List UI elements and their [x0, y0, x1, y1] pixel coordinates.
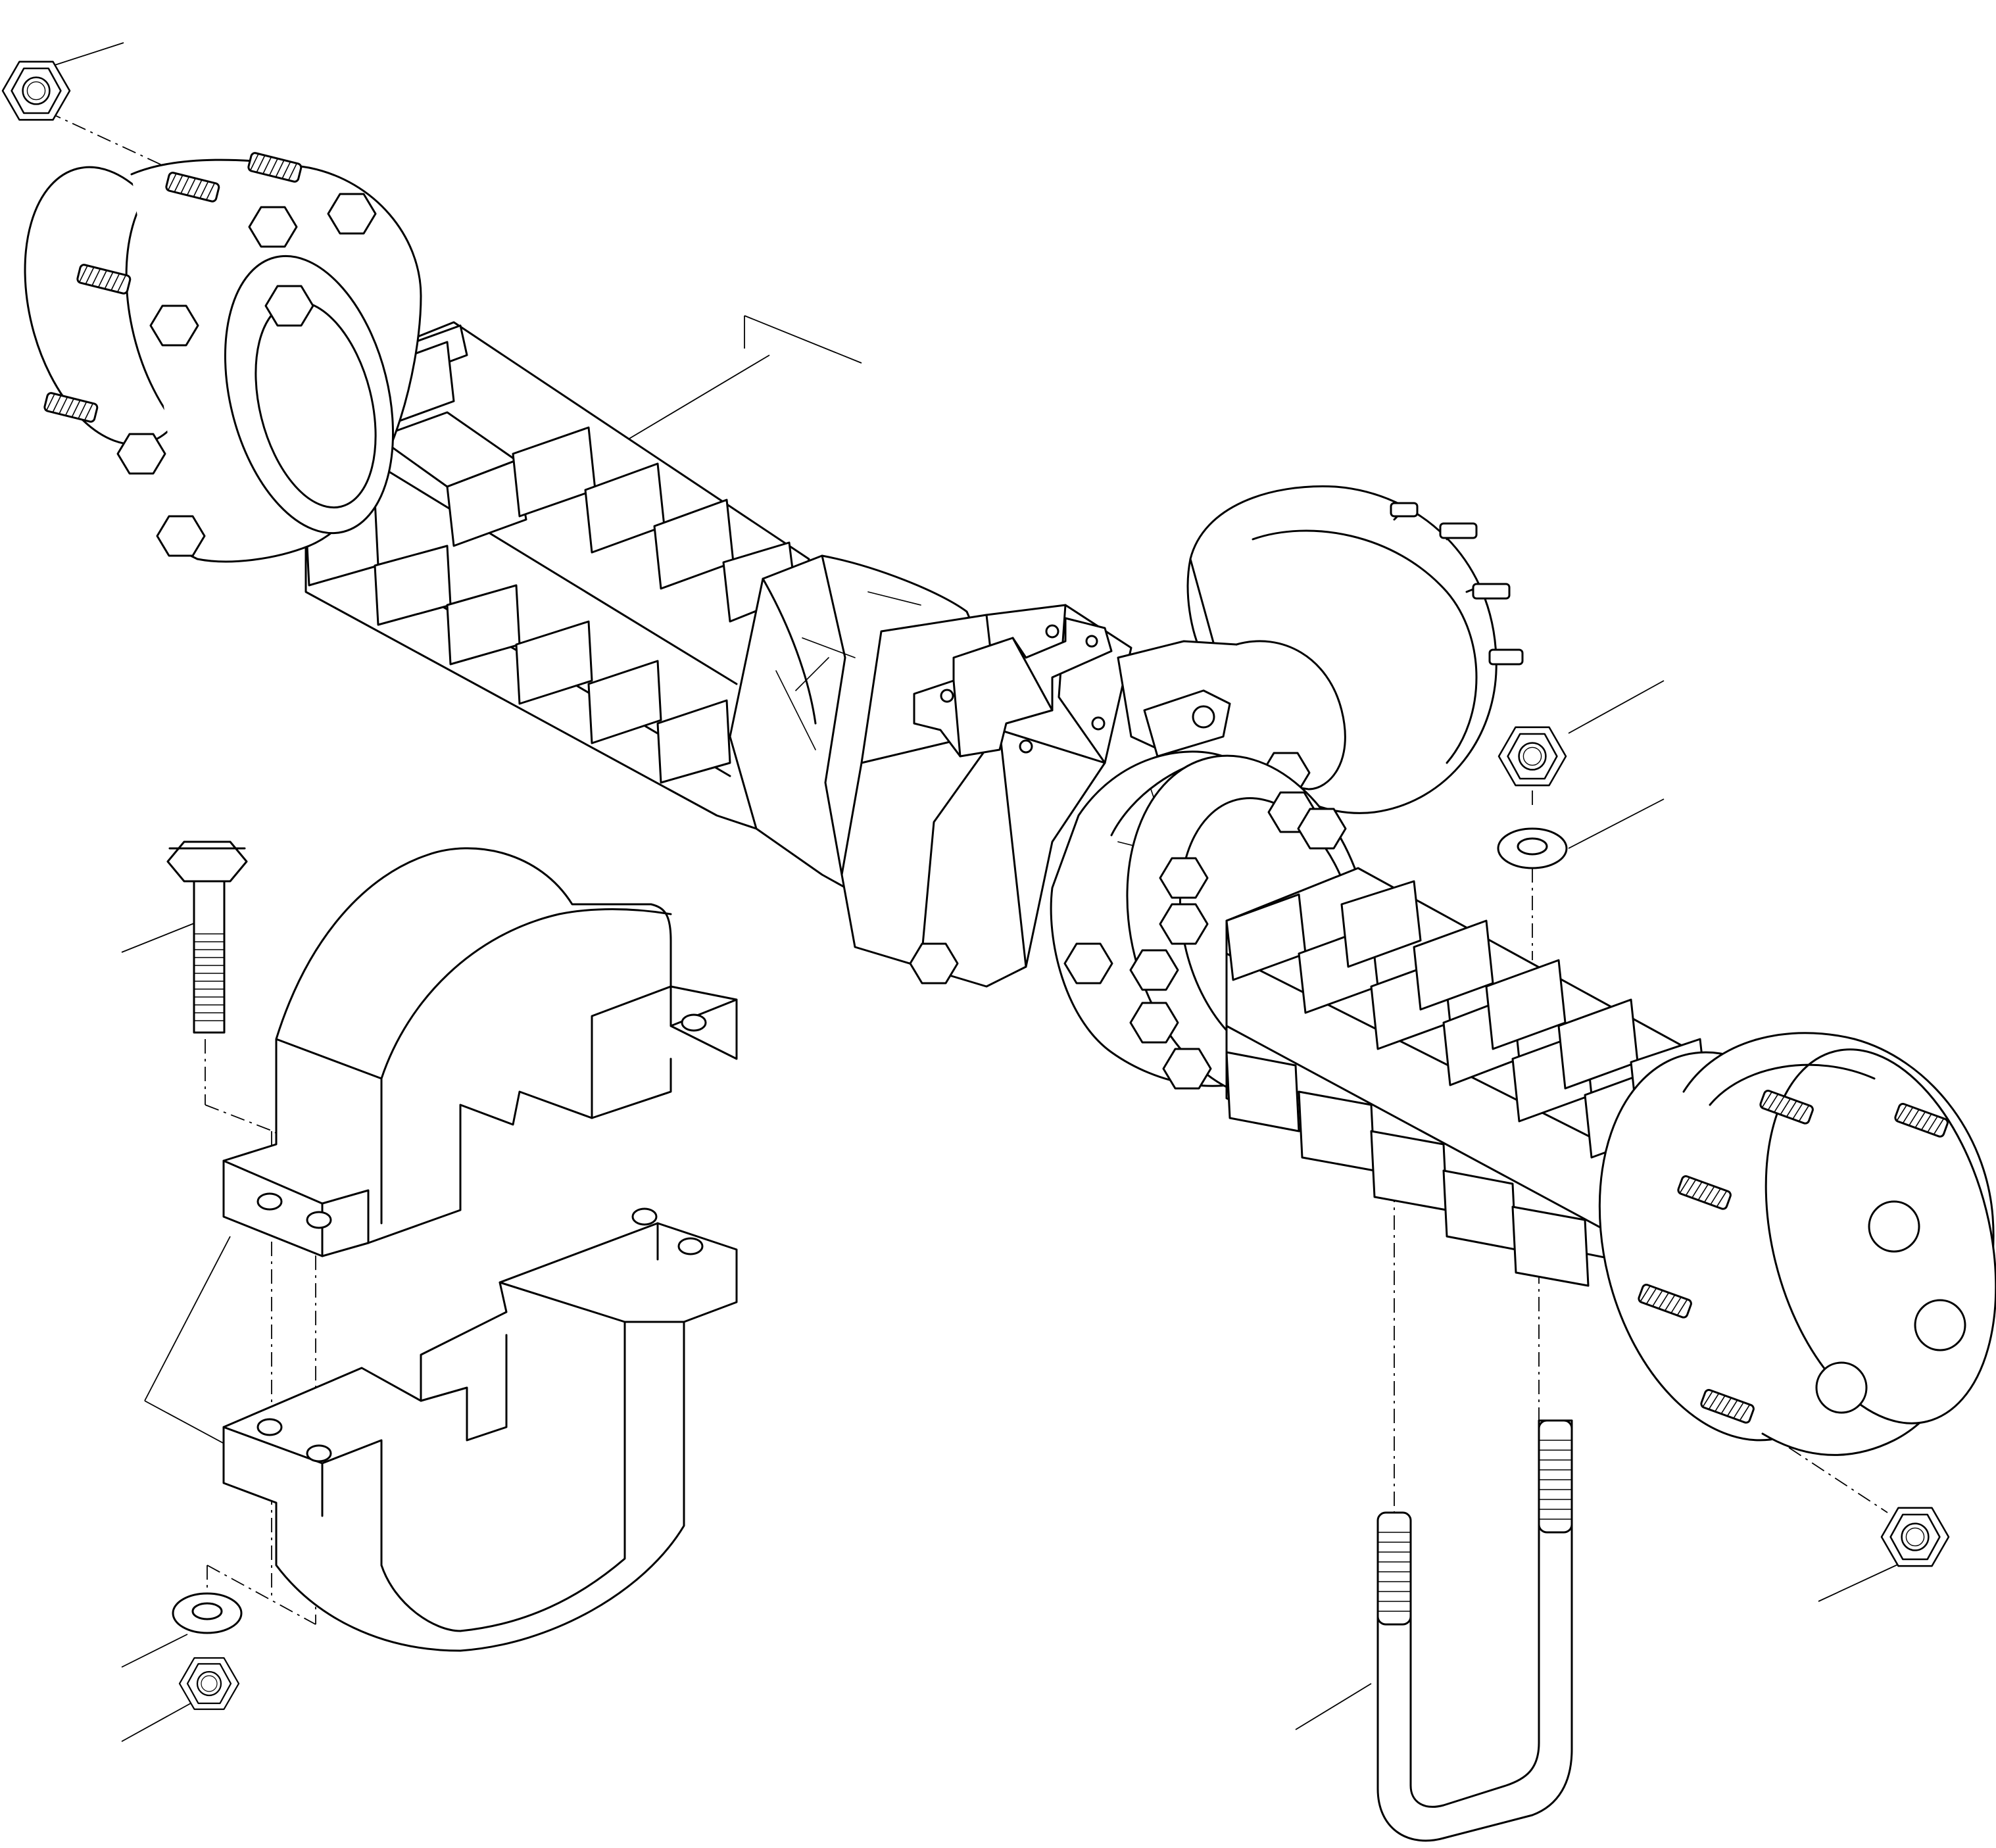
right-housing-flange — [1117, 640, 1346, 794]
clamp-bolt — [166, 840, 248, 1034]
right-wheel-hub — [1598, 1032, 1996, 1456]
u-bolt — [1376, 1419, 1573, 1842]
washer-right-upper — [1497, 827, 1568, 869]
axle-assembly — [24, 151, 1996, 1456]
left-wheel-hub — [24, 151, 422, 563]
leader-lines — [52, 42, 1911, 1742]
hub-nut-left — [1, 61, 71, 121]
rear-hub-studs — [1390, 502, 1524, 666]
nut-lower-left — [178, 1657, 240, 1711]
differential-housing — [729, 554, 1132, 988]
nut-right-upper — [1497, 726, 1567, 787]
hub-nut-right — [1880, 1507, 1950, 1567]
clamp-bracket-pair — [222, 847, 738, 1652]
washer-lower-left — [172, 1592, 243, 1634]
